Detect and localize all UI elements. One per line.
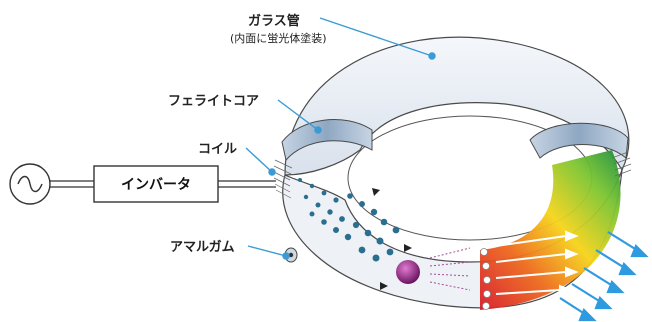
ferrite-core-left <box>281 119 373 162</box>
leader-lines <box>245 17 436 260</box>
inverter-label: インバータ <box>121 177 191 193</box>
uv-rays <box>429 247 471 291</box>
electron-particles <box>298 178 400 262</box>
ferrite-core-right <box>529 122 629 160</box>
phosphor-beads <box>480 248 491 310</box>
coil-windings <box>273 151 632 199</box>
flow-arrowheads <box>372 188 412 290</box>
emitted-light-arrows <box>559 231 649 322</box>
inverter-box <box>93 165 219 203</box>
ac-source-icon <box>9 163 51 205</box>
glass-tube-label: ガラス管 <box>248 14 300 29</box>
glass-tube-note-label: (内面に蛍光体塗装) <box>230 32 327 45</box>
inverter-to-coil-wires <box>218 180 276 188</box>
amalgam-label: アマルガム <box>170 240 235 255</box>
mercury-atom <box>396 260 420 284</box>
coil-label: コイル <box>198 142 238 157</box>
ferrite-core-label: フェライトコア <box>168 94 260 109</box>
source-to-inverter-wires <box>50 180 94 188</box>
visible-light-arrows <box>495 230 579 296</box>
